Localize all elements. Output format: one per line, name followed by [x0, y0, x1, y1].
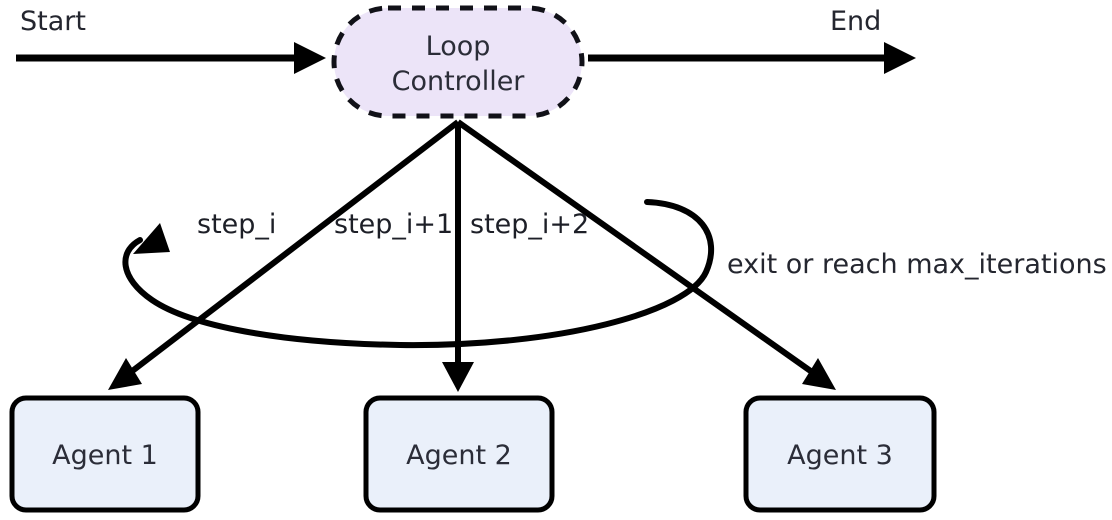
loop-controller-node[interactable] — [331, 5, 585, 119]
agent-1-box[interactable] — [9, 395, 201, 513]
condition-label: exit or reach max_iterations ? — [727, 249, 1112, 280]
arrowhead-loop-to-agent-2 — [442, 362, 474, 392]
edge-loop-to-agent-3 — [456, 119, 814, 375]
arrowhead-start-to-loop — [294, 42, 326, 74]
loop-controller-label: Loop Controller — [391, 31, 525, 97]
agent-3-box[interactable] — [743, 395, 937, 513]
arrowhead-loop-to-agent-3 — [802, 358, 836, 390]
start-label: Start — [20, 6, 86, 37]
branch-label-step-i-plus-1: step_i+1 — [334, 209, 454, 240]
agent-2-label: Agent 2 — [406, 440, 512, 471]
agent-1-label: Agent 1 — [52, 440, 158, 471]
end-label: End — [830, 6, 882, 37]
agent-3-label: Agent 3 — [787, 440, 893, 471]
branch-label-step-i: step_i — [197, 209, 277, 240]
arrowhead-loop-to-agent-1 — [108, 358, 142, 390]
branch-label-step-i-plus-2: step_i+2 — [470, 209, 590, 240]
agent-2-box[interactable] — [363, 395, 555, 513]
edge-feedback-loop — [122, 199, 714, 349]
edge-loop-to-agent-1 — [129, 119, 460, 375]
arrowhead-loop-to-end — [884, 42, 916, 74]
arrowhead-feedback-loop — [133, 223, 170, 254]
